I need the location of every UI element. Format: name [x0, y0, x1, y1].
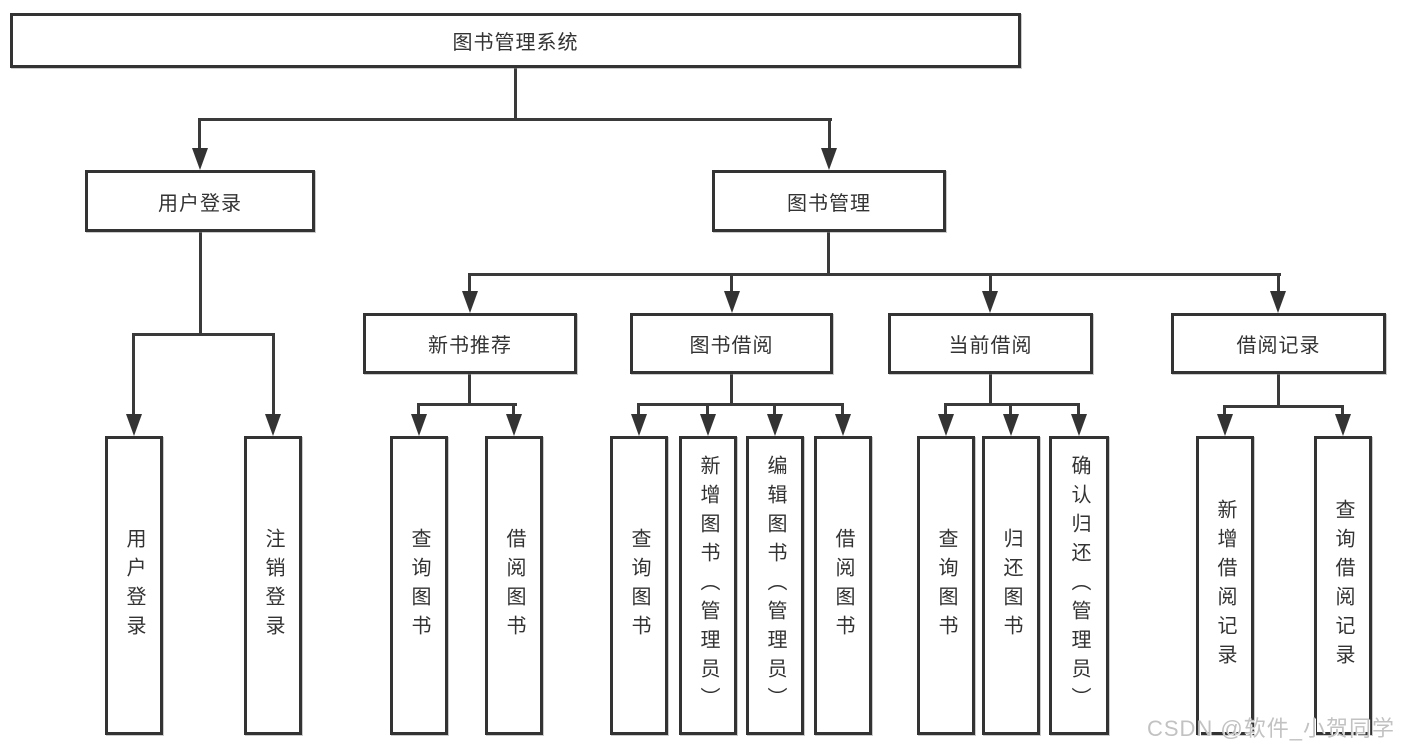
connector-line [730, 374, 733, 405]
connector-line [132, 333, 135, 414]
arrow-down-icon [411, 414, 427, 436]
node-book-management: 图书管理 [712, 170, 946, 232]
connector-line [1077, 403, 1080, 414]
node-label: 当前借阅 [948, 335, 1033, 357]
arrow-down-icon [938, 414, 954, 436]
leaf-logout: 注销登录 [244, 436, 302, 735]
leaf-current-query-books: 查询图书 [917, 436, 975, 735]
node-label: 新书推荐 [428, 335, 512, 357]
connector-line [637, 403, 844, 406]
node-user-login: 用户登录 [85, 170, 315, 232]
arrow-down-icon [821, 148, 837, 170]
node-label: 查询图书 [628, 527, 650, 644]
connector-line [706, 403, 709, 414]
node-label: 借阅记录 [1236, 335, 1321, 357]
node-new-book-recommend: 新书推荐 [363, 313, 577, 374]
connector-line [468, 273, 471, 291]
node-current-borrowing: 当前借阅 [888, 313, 1093, 374]
connector-line [989, 374, 992, 405]
connector-line [944, 403, 1080, 406]
arrow-down-icon [506, 414, 522, 436]
connector-line [417, 403, 420, 414]
arrow-down-icon [767, 414, 783, 436]
connector-line [198, 118, 201, 150]
connector-line [198, 118, 832, 121]
connector-line [1341, 405, 1344, 414]
node-label: 归还图书 [1000, 527, 1022, 644]
connector-line [1277, 374, 1280, 407]
node-label: 图书管理系统 [452, 32, 579, 54]
arrow-down-icon [724, 291, 740, 313]
connector-line [828, 118, 831, 150]
arrow-down-icon [1071, 414, 1087, 436]
node-label: 查询借阅记录 [1332, 498, 1354, 673]
arrow-down-icon [1270, 291, 1286, 313]
connector-line [944, 403, 947, 414]
leaf-borrow-query-books: 查询图书 [610, 436, 668, 735]
connector-line [417, 403, 517, 406]
csdn-watermark: CSDN @软件_小贺同学 [1146, 716, 1395, 741]
node-book-management-system: 图书管理系统 [10, 13, 1021, 68]
connector-line [272, 333, 275, 414]
node-label: 图书管理 [787, 192, 871, 215]
node-label: 新增图书（管理员） [697, 455, 719, 716]
arrow-down-icon [982, 291, 998, 313]
connector-line [199, 232, 202, 333]
connector-line [989, 273, 992, 291]
leaf-user-login: 用户登录 [105, 436, 163, 735]
arrow-down-icon [700, 414, 716, 436]
arrow-down-icon [1335, 414, 1351, 436]
connector-line [773, 403, 776, 414]
connector-line [514, 68, 517, 120]
connector-line [1009, 403, 1012, 414]
node-label: 查询图书 [408, 527, 430, 644]
leaf-current-confirm-return-admin: 确认归还（管理员） [1049, 436, 1109, 735]
node-label: 查询图书 [935, 527, 957, 644]
connector-line [132, 333, 275, 336]
leaf-borrow-borrow-books: 借阅图书 [814, 436, 872, 735]
connector-line [637, 403, 640, 414]
node-label: 借阅图书 [503, 527, 525, 644]
connector-line [468, 273, 1281, 276]
node-label: 新增借阅记录 [1214, 498, 1236, 673]
connector-line [1223, 405, 1344, 408]
arrow-down-icon [192, 148, 208, 170]
node-label: 注销登录 [262, 527, 284, 644]
leaf-recommend-borrow-books: 借阅图书 [485, 436, 543, 735]
leaf-borrow-add-books-admin: 新增图书（管理员） [679, 436, 737, 735]
leaf-current-return-books: 归还图书 [982, 436, 1040, 735]
node-label: 用户登录 [123, 527, 145, 644]
node-label: 用户登录 [158, 192, 242, 215]
arrow-down-icon [265, 414, 281, 436]
node-label: 确认归还（管理员） [1068, 455, 1090, 716]
connector-line [730, 273, 733, 291]
connector-line [841, 403, 844, 414]
arrow-down-icon [631, 414, 647, 436]
arrow-down-icon [126, 414, 142, 436]
connector-line [468, 374, 471, 405]
arrow-down-icon [1217, 414, 1233, 436]
leaf-records-query-record: 查询借阅记录 [1314, 436, 1372, 735]
leaf-borrow-edit-books-admin: 编辑图书（管理员） [746, 436, 804, 735]
connector-line [1223, 405, 1226, 414]
connector-line [512, 403, 515, 414]
leaf-recommend-query-books: 查询图书 [390, 436, 448, 735]
node-book-borrowing: 图书借阅 [630, 313, 833, 374]
arrow-down-icon [835, 414, 851, 436]
node-label: 借阅图书 [832, 527, 854, 644]
connector-line [1277, 273, 1280, 291]
arrow-down-icon [1003, 414, 1019, 436]
node-borrowing-records: 借阅记录 [1171, 313, 1386, 374]
node-label: 编辑图书（管理员） [764, 455, 786, 716]
connector-line [827, 232, 830, 275]
node-label: 图书借阅 [689, 335, 774, 357]
leaf-records-add-record: 新增借阅记录 [1196, 436, 1254, 735]
arrow-down-icon [462, 291, 478, 313]
